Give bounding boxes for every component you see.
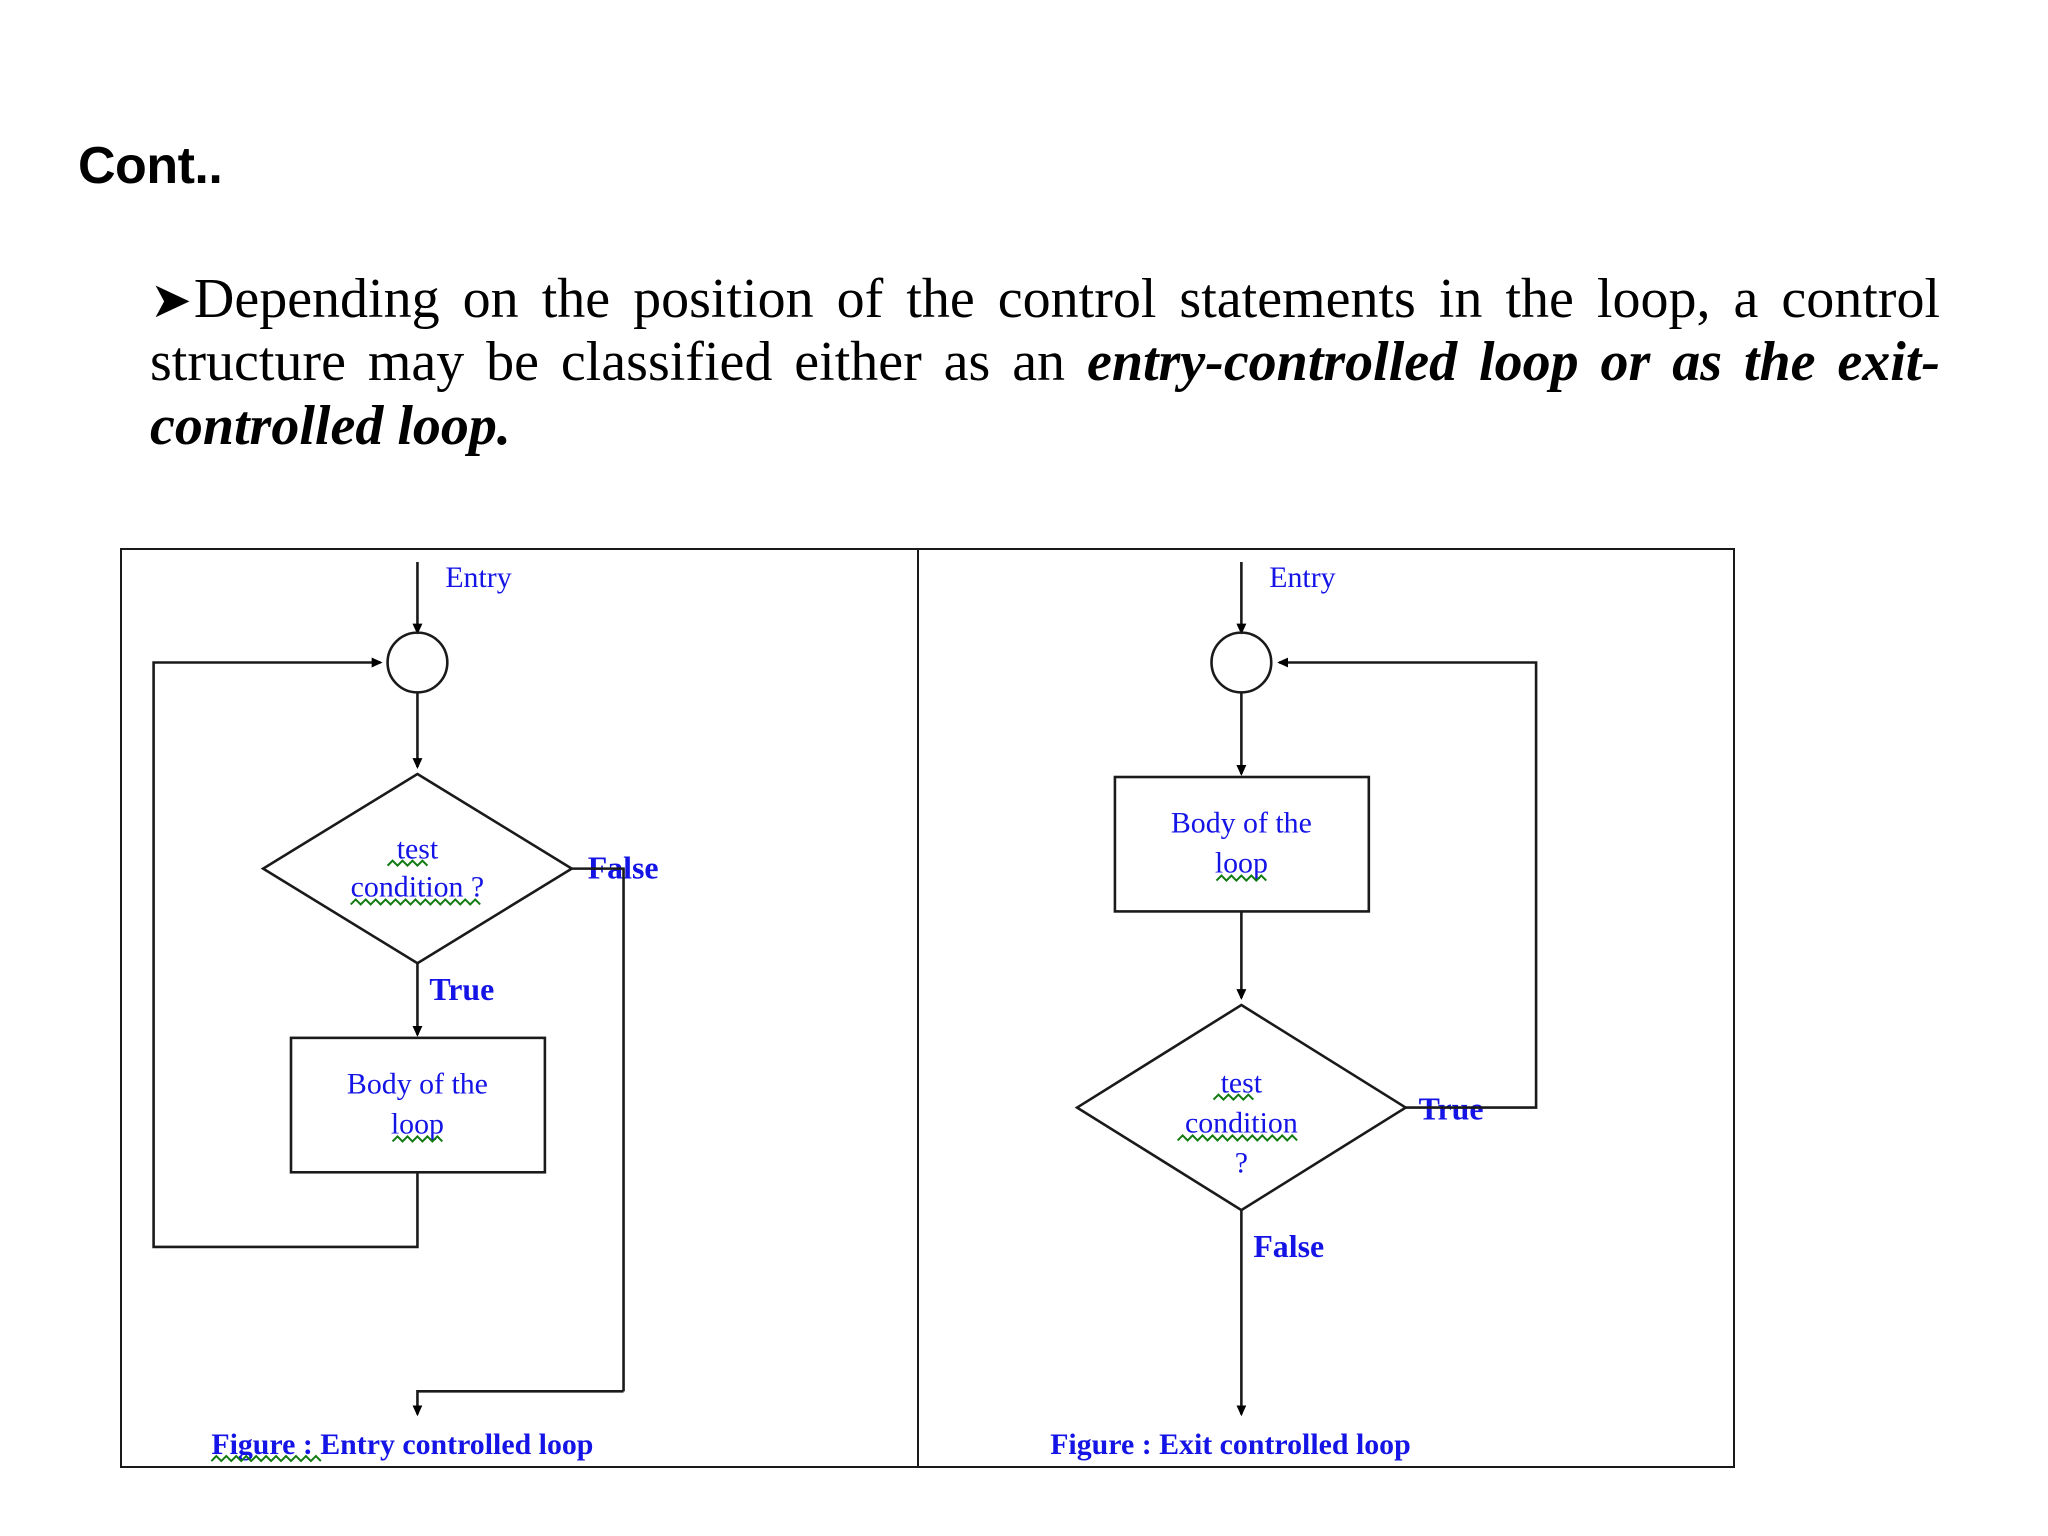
- loop-body-text-line2: loop: [391, 1107, 444, 1140]
- decision-text-line2: condition: [1185, 1106, 1298, 1139]
- connector-circle: [386, 631, 449, 694]
- decision-text-line3: ?: [1235, 1146, 1248, 1179]
- decision-text-line1: test: [397, 833, 439, 866]
- entry-label: Entry: [1269, 561, 1335, 594]
- figure-divider: [917, 550, 919, 1466]
- decision-diamond: [260, 772, 575, 965]
- decision-text-line2: condition ?: [351, 870, 485, 903]
- spellcheck-squiggle-icon-2: [350, 898, 481, 906]
- body-text-block: ➤Depending on the position of the contro…: [150, 268, 1940, 458]
- exit-controlled-loop-diagram: Entry Body of the loop test condition ? …: [919, 550, 1735, 1466]
- loop-body-text-line1: Body of the: [347, 1068, 488, 1101]
- loop-back-path: [152, 657, 419, 1249]
- paragraph-emphasis-text: entry-controlled loop or as the exit-con…: [150, 331, 1940, 457]
- exit-arrow: [412, 1390, 624, 1417]
- true-branch-loopback-path: [1277, 657, 1538, 1109]
- arrow-bullet-icon: ➤: [150, 272, 192, 328]
- figure-caption: Figure : Entry controlled loop: [211, 1428, 593, 1461]
- connector-circle: [1210, 631, 1273, 694]
- spellcheck-squiggle-icon-4: [210, 1454, 322, 1463]
- bullet-paragraph: ➤Depending on the position of the contro…: [150, 268, 1940, 458]
- paragraph-lead-text: Depending on the position of the control…: [150, 268, 1940, 394]
- figure-frame: Entry test condition ? False True Body o…: [120, 548, 1735, 1468]
- entry-label: Entry: [445, 561, 511, 594]
- true-branch-label: True: [1419, 1092, 1484, 1127]
- spellcheck-squiggle-icon-3: [1176, 1134, 1298, 1142]
- false-branch-path: [571, 867, 625, 1392]
- figure-caption: Figure : Exit controlled loop: [1050, 1428, 1411, 1461]
- loop-body-text-line2: loop: [1215, 847, 1268, 880]
- entry-controlled-loop-diagram: Entry test condition ? False True Body o…: [122, 550, 917, 1466]
- page-title: Cont..: [78, 137, 223, 195]
- spellcheck-squiggle-icon-2: [1212, 1093, 1255, 1102]
- loop-body-text-line1: Body of the: [1171, 807, 1312, 840]
- spellcheck-squiggle-icon: [1215, 874, 1267, 882]
- spellcheck-squiggle-icon: [386, 859, 429, 868]
- loop-body-box: [289, 1036, 547, 1174]
- loop-body-box: [1113, 775, 1371, 913]
- true-branch-label: True: [429, 972, 494, 1007]
- false-branch-label: False: [1253, 1229, 1324, 1264]
- spellcheck-squiggle-icon-3: [391, 1135, 444, 1143]
